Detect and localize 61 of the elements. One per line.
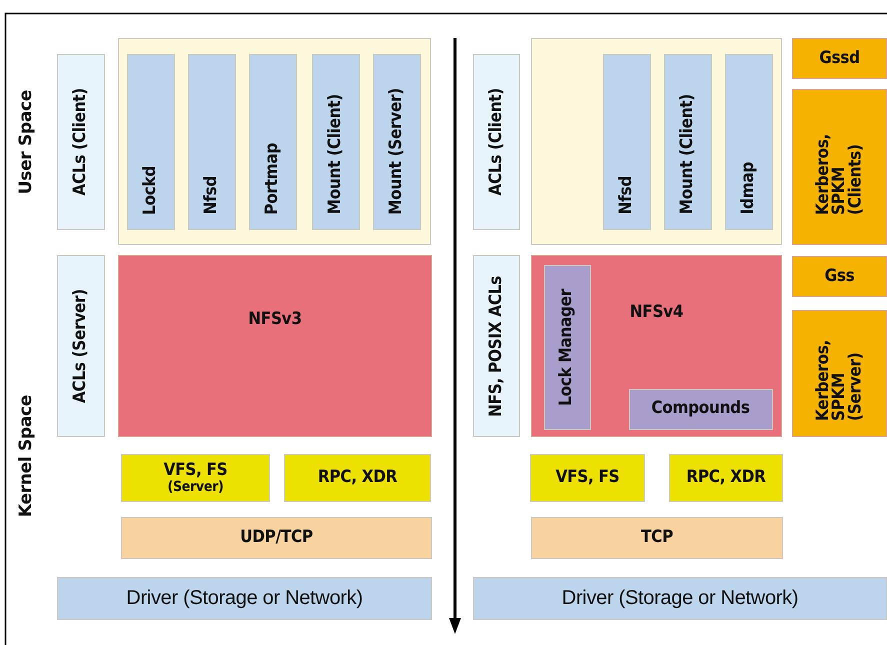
layer-label: Mount (Client) [326,94,344,214]
stack-box [57,577,432,620]
stack-box [126,54,174,230]
layer-label: RPC, XDR [686,469,766,487]
layer-label: VFS, FS [164,462,228,480]
region-label: Kernel Space [16,395,36,518]
sub-label: (Server) [168,480,224,494]
block-title: NFSv3 [248,311,302,329]
stack-box [473,54,520,230]
layer-label: Lock Manager [558,288,576,406]
stack-box [531,517,783,559]
layer-label: ACLs (Client) [72,88,90,196]
stack-box [57,255,105,437]
layer-label: VFS, FS [556,469,620,487]
stack-box [792,89,887,245]
stack-box [792,256,887,297]
stack-box [57,54,105,230]
stack-box [473,577,887,620]
layer-label: Mount (Client) [678,94,696,214]
protocol-block [118,255,432,437]
stack-box [372,54,420,230]
protocol-block [531,255,782,437]
stack-box [473,255,520,437]
layer-label: Gssd [819,50,860,68]
layer-label: UDP/TCP [240,529,313,547]
stack-box [602,54,650,230]
group-panel [531,38,782,245]
layer-label: TCP [641,529,673,547]
layer-label: Gss [824,268,854,286]
layer-label: NFS, POSIX ACLs [488,276,506,416]
layer-label: Compounds [651,400,750,418]
layer-label: Kerberos, SPKM (Server) [815,338,864,421]
stack-box [669,454,783,502]
stack-box [724,54,772,230]
stack-box [792,310,887,437]
block-title: NFSv4 [630,304,684,322]
layer-label: Idmap [740,162,758,214]
stack-box [628,388,772,430]
stack-box [248,54,296,230]
group-panel [118,38,431,245]
layer-label: Driver (Storage or Network) [126,588,363,609]
region-label: User Space [16,90,36,194]
layer-label: Driver (Storage or Network) [562,588,798,609]
stack-box [121,454,270,502]
stack-box [530,454,645,502]
layer-label: Kerberos, SPKM (Clients) [815,132,864,214]
layer-label: Nfsd [618,176,636,214]
stack-box [284,454,431,502]
stack-box [312,54,360,230]
layer-label: Nfsd [202,176,220,214]
layer-label: Lockd [142,166,160,214]
stack-box [664,54,712,230]
layer-label: Portmap [264,142,282,214]
stack-box [792,38,887,79]
layer-label: Mount (Server) [388,88,406,214]
layer-label: RPC, XDR [318,469,398,487]
stack-box [544,264,590,430]
stack-box [188,54,236,230]
layer-label: ACLs (Client) [488,88,506,196]
stack-box [121,517,432,559]
layer-label: ACLs (Server) [72,288,90,404]
